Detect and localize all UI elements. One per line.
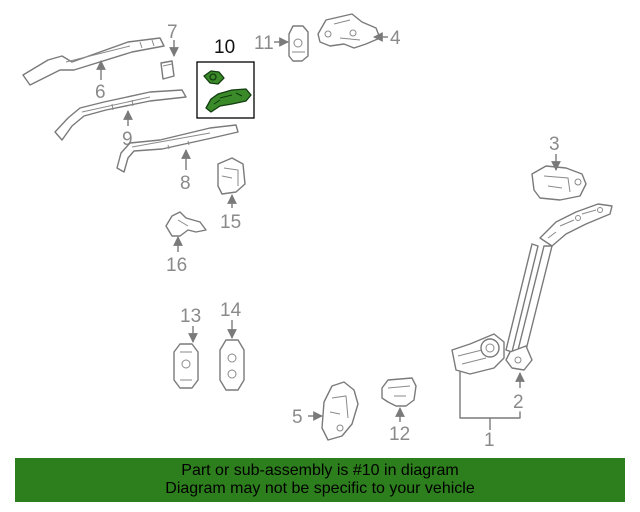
part-9-rail[interactable] xyxy=(54,89,187,141)
part-5-latch[interactable] xyxy=(321,381,359,441)
callout-1[interactable]: 1 xyxy=(484,430,495,451)
callout-3[interactable]: 3 xyxy=(549,134,560,155)
callout-8[interactable]: 8 xyxy=(180,173,191,194)
part-4-bracket[interactable] xyxy=(317,13,381,49)
part-15-gusset[interactable] xyxy=(217,157,246,195)
part-8-rail[interactable] xyxy=(116,124,239,173)
notice-banner: Part or sub-assembly is #10 in diagram D… xyxy=(15,458,625,502)
part-3-hinge[interactable] xyxy=(531,165,587,201)
part-14-plate[interactable] xyxy=(219,339,245,391)
callout-5[interactable]: 5 xyxy=(292,407,303,428)
callout-2[interactable]: 2 xyxy=(513,392,524,413)
part-16-bracket[interactable] xyxy=(165,211,207,237)
callout-11[interactable]: 11 xyxy=(254,33,274,54)
part-10-bracket[interactable] xyxy=(203,70,252,113)
callout-6[interactable]: 6 xyxy=(95,82,106,103)
callout-4[interactable]: 4 xyxy=(390,28,401,49)
part-6-rail[interactable] xyxy=(22,37,165,86)
part-7-block[interactable] xyxy=(160,60,175,80)
callout-13[interactable]: 13 xyxy=(180,306,201,327)
callout-10[interactable]: 10 xyxy=(214,37,235,58)
callout-15[interactable]: 15 xyxy=(220,212,241,233)
callout-14[interactable]: 14 xyxy=(220,300,242,321)
parts-diagram: 6 7 10 11 4 9 8 xyxy=(22,13,613,451)
part-11-clip[interactable] xyxy=(288,25,309,62)
callout-16[interactable]: 16 xyxy=(166,255,187,276)
part-12-bracket[interactable] xyxy=(381,377,417,407)
notice-line-1: Part or sub-assembly is #10 in diagram xyxy=(181,462,459,479)
part-13-plate[interactable] xyxy=(173,343,199,389)
part-2-arm[interactable] xyxy=(505,203,613,371)
bracket-1 xyxy=(459,371,521,419)
callout-12[interactable]: 12 xyxy=(389,424,410,445)
callout-9[interactable]: 9 xyxy=(122,129,133,150)
callout-7[interactable]: 7 xyxy=(167,22,178,43)
part-1-motor[interactable] xyxy=(451,333,505,375)
notice-line-2: Diagram may not be specific to your vehi… xyxy=(165,480,475,497)
